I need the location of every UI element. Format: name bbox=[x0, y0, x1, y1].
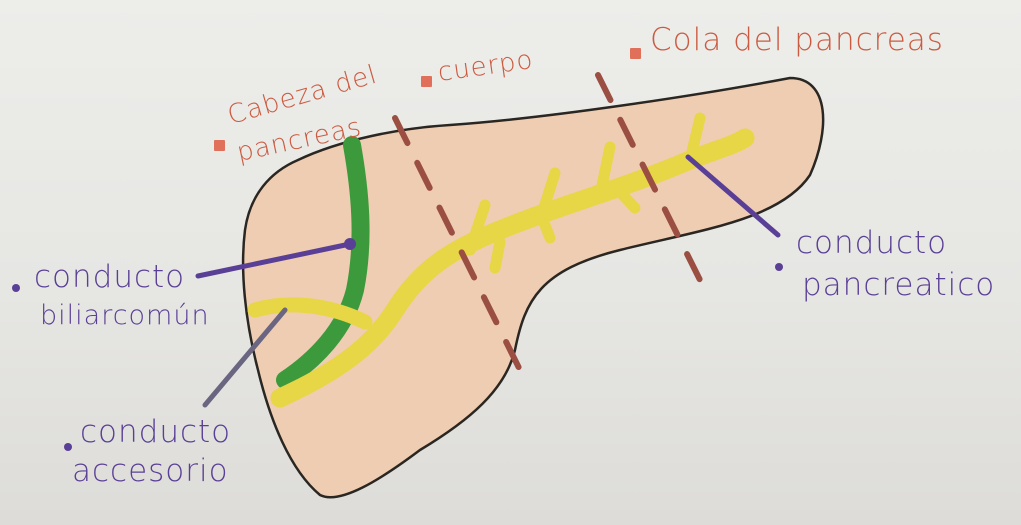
label-conducto-accesorio-line1: conducto bbox=[80, 417, 231, 448]
marker-conducto-accesorio bbox=[64, 443, 72, 451]
marker-conducto-pancreatico bbox=[775, 263, 783, 271]
marker-conducto-biliar bbox=[12, 284, 20, 292]
label-conducto-biliar-line2: biliarcomún bbox=[40, 302, 210, 329]
marker-cabeza bbox=[214, 140, 225, 151]
label-conducto-biliar-line1: conducto bbox=[34, 262, 185, 293]
label-conducto-accesorio-line2: accesorio bbox=[72, 456, 229, 487]
label-conducto-pancreatico-line2: pancreatico bbox=[802, 270, 995, 301]
marker-cuerpo bbox=[421, 76, 432, 87]
label-conducto-pancreatico-line1: conducto bbox=[796, 228, 947, 259]
marker-cola bbox=[630, 48, 641, 59]
label-cola: Cola del pancreas bbox=[650, 25, 944, 56]
pointer-biliar-end bbox=[344, 238, 356, 250]
